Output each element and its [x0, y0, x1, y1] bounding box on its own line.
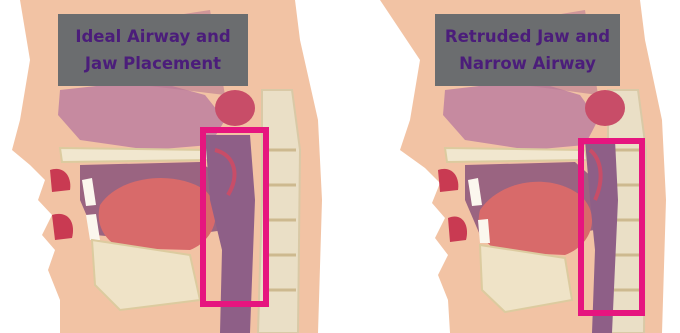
- lower-teeth: [478, 219, 490, 243]
- ideal-airway-label: Ideal Airway and Jaw Placement: [58, 14, 248, 86]
- narrow-airway-label-line1: Retruded Jaw and: [445, 23, 610, 50]
- ideal-airway-illustration: Ideal Airway and Jaw Placement: [0, 0, 340, 333]
- sinus: [585, 90, 625, 126]
- hard-palate: [60, 148, 212, 162]
- narrow-airway-label-line2: Narrow Airway: [459, 50, 596, 77]
- sinus: [215, 90, 255, 126]
- hard-palate: [445, 148, 587, 162]
- ideal-airway-label-line2: Jaw Placement: [85, 50, 221, 77]
- ideal-airway-label-line1: Ideal Airway and: [75, 23, 230, 50]
- narrow-airway-illustration: Retruded Jaw and Narrow Airway: [340, 0, 680, 333]
- narrow-airway-label: Retruded Jaw and Narrow Airway: [435, 14, 620, 86]
